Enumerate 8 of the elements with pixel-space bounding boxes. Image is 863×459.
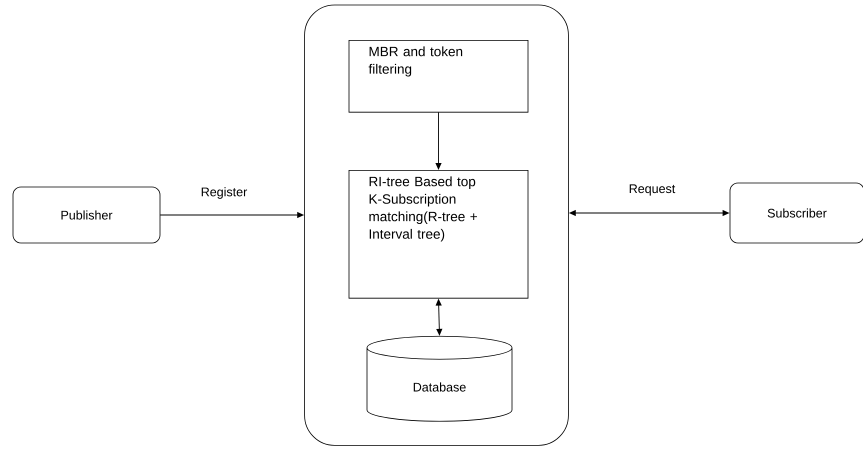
process-box: MBR and token filtering (348, 40, 528, 113)
process-box: Subscriber (730, 182, 863, 244)
edge-label: Register (200, 186, 248, 200)
system-container (304, 4, 569, 446)
edge-label: Request (628, 183, 676, 197)
database-cylinder: Database (366, 336, 512, 422)
process-box: Publisher (12, 186, 160, 244)
process-box: RI-tree Based top K-Subscription matching(R-tree + Interval tree) (348, 170, 528, 299)
